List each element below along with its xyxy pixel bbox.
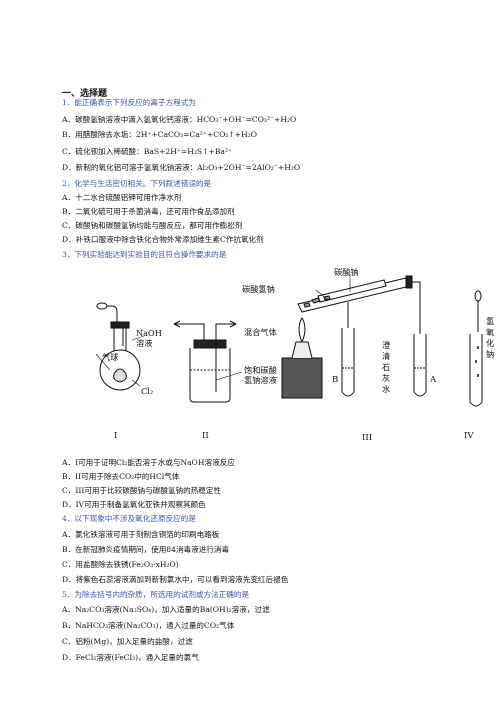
- lamp-flame: [298, 317, 306, 343]
- section-title: 一、选择题: [62, 89, 108, 99]
- cl2-label: Cl₂: [141, 386, 153, 396]
- tube-b-label: B: [332, 375, 338, 385]
- sodium-carbonate-label: 碳酸钠: [334, 267, 359, 277]
- balloon-label: 气球: [102, 352, 118, 362]
- round-flask: [99, 349, 141, 391]
- label-i: I: [114, 431, 117, 441]
- balloon-shape: [113, 368, 127, 383]
- bicarbonate-pointer: [315, 289, 329, 301]
- q5-option-b: B．NaHCO₃溶液(Na₂CO₃)，通入过量的CO₂气体: [62, 621, 235, 630]
- q1-stem: 1．能正确表示下列反应的离子方程式为: [62, 98, 196, 107]
- limewater-char-3: 石: [382, 362, 390, 372]
- apparatus-iv: [469, 290, 483, 407]
- tube-stopper: [405, 275, 413, 289]
- dropper-tube: [106, 305, 118, 322]
- balloon-pointer: [95, 353, 111, 371]
- iv-label-char-4: 钠: [486, 349, 494, 359]
- q4-stem: 4．以下现象中不涉及氧化还原反应的是: [62, 514, 196, 523]
- test-tube-a: [413, 334, 427, 397]
- inlet-arrow: [173, 320, 181, 328]
- dropper-bulb: [96, 302, 108, 310]
- limewater-char-2: 清: [382, 351, 390, 361]
- inlet-tube: [174, 323, 205, 340]
- rubber-stopper: [110, 321, 130, 329]
- iv-dropper-bulb: [474, 290, 482, 302]
- gas-washing-bottle: [189, 348, 231, 403]
- q5-option-c: C．铝粉(Mg)，加入足量的盐酸，过滤: [62, 637, 193, 646]
- q1-option-d: D．新制的氧化铝可溶于氢氧化钠溶液：Al₂O₃+2OH⁻=2AlO₂⁻+H₂O: [62, 163, 301, 172]
- large-test-tube: [297, 277, 411, 313]
- solid-powder: [303, 295, 331, 308]
- sodium-bicarbonate-label: 碳酸氢钠: [242, 284, 275, 294]
- q2-option-a: A．十二水合硫酸铝钾可用作净水剂: [62, 193, 182, 202]
- q3-option-c: C．III可用于比较碳酸钠与碳酸氢钠的热稳定性: [62, 486, 222, 495]
- label-iii: III: [362, 433, 372, 442]
- limewater-char-5: 水: [382, 384, 390, 394]
- q2-option-c: C．碳酸钠和碳酸氢钠均能与酸反应，都可用作膨松剂: [62, 221, 243, 230]
- naoh-pointer: [131, 335, 145, 341]
- mixed-gas-label: 混合气体: [244, 327, 277, 337]
- q2-stem: 2．化学与生活密切相关。下列叙述错误的是: [62, 179, 212, 188]
- iv-label-char-1: 氢: [486, 316, 494, 326]
- q4-option-d: D．将紫色石蕊溶液滴加到新制氯水中，可以看到溶液先变红后褪色: [62, 575, 289, 584]
- flask-neck: [113, 328, 127, 351]
- wood-block: [281, 357, 323, 399]
- q4-option-a: A．氯化铁溶液可用于刻制含铜箔的印刷电路板: [62, 530, 220, 539]
- outlet-arrow: [229, 320, 237, 328]
- iv-label-char-3: 化: [486, 338, 494, 348]
- naoh-label-line1: NaOH: [136, 328, 162, 338]
- solution-pointer: [215, 371, 243, 381]
- alcohol-lamp: [291, 341, 313, 359]
- iv-test-tube: [469, 334, 483, 407]
- tube-a-label: A: [429, 375, 437, 385]
- apparatus-ii: [173, 320, 243, 403]
- test-tube-b: [341, 328, 355, 397]
- q3-option-b: B．II可用于除去CO₂中的HCl气体: [62, 472, 180, 481]
- q2-option-b: B．二氧化硫可用于杀菌消毒，还可用作食品添加剂: [62, 207, 235, 216]
- q5-stem: 5．为除去括号内的杂质，所选用的试剂或方法正确的是: [62, 590, 250, 599]
- saturated-label-line2: 氢钠溶液: [244, 375, 277, 385]
- apparatus-i: [95, 302, 145, 391]
- q3-option-a: A．I可用于证明Cl₂能否溶于水或与NaOH溶液反应: [62, 458, 235, 467]
- q4-option-c: C．用盐酸除去铁锈(Fe₂O₃·xH₂O): [62, 560, 179, 569]
- q1-option-b: B．用醋酸除去水垢：2H⁺+CaCO₃=Ca²⁺+CO₂↑+H₂O: [62, 130, 257, 139]
- naoh-label-line2: 溶液: [136, 338, 152, 348]
- q3-option-d: D．IV可用于制备氢氧化亚铁并观察其颜色: [62, 500, 206, 509]
- bottle-stopper: [193, 339, 227, 349]
- q5-option-d: D．FeCl₂溶液(FeCl₃)，通入足量的氯气: [62, 653, 199, 662]
- limewater-char-4: 灰: [382, 373, 390, 383]
- q2-option-d: D．补铁口服液中除含铁化合物外常添加维生素C作抗氧化剂: [62, 235, 264, 244]
- cl2-pointer: [131, 379, 141, 387]
- q1-option-c: C．硫化钡加入稀硫酸：BaS+2H⁺=H₂S↑+Ba²⁺: [62, 147, 232, 156]
- apparatus-iii: [281, 274, 427, 399]
- outlet-tube: [215, 323, 236, 392]
- q1-option-a: A．碳酸氢钠溶液中滴入氢氧化钙溶液：HCO₃⁻+OH⁻=CO₃²⁻+H₂O: [62, 115, 297, 124]
- label-ii: II: [202, 431, 209, 441]
- q5-option-a: A．Na₂CO₃溶液(Na₂SO₄)，加入适量的Ba(OH)₂溶液，过滤: [62, 605, 270, 614]
- iv-label-char-2: 氧: [486, 327, 494, 337]
- q4-option-b: B．在新冠肺炎疫情期间，使用84消毒液进行消毒: [62, 545, 230, 554]
- apparatus-figure: 气球 NaOH 溶液 Cl₂ I 混合气体 饱和碳酸 氢钠溶液 II: [95, 267, 494, 442]
- label-iv: IV: [464, 431, 474, 441]
- q3-stem: 3．下列实验能达到实验目的且符合操作要求的是: [62, 250, 227, 259]
- delivery-tube-a: [412, 281, 421, 334]
- iv-droplets: [475, 346, 479, 377]
- saturated-label-line1: 饱和碳酸: [244, 365, 277, 375]
- limewater-char-1: 澄: [382, 340, 391, 350]
